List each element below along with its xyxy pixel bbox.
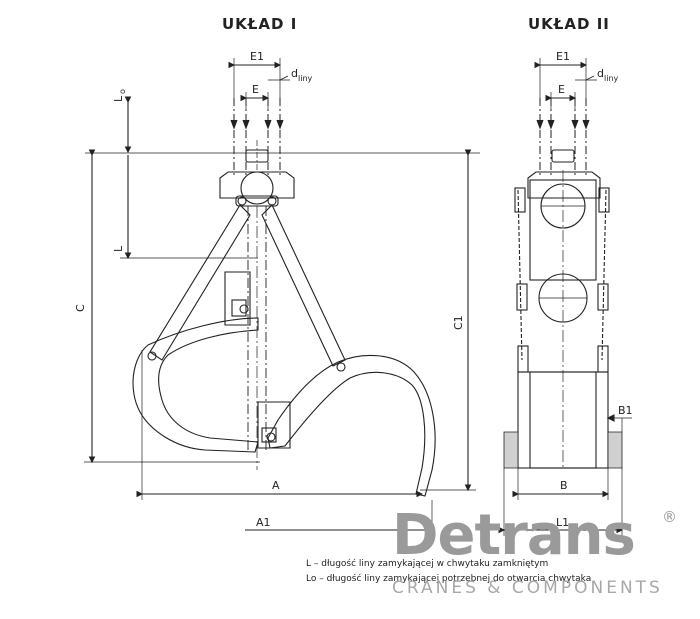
label-d-2: d	[597, 67, 604, 80]
title-uklad-2: UKŁAD II	[528, 15, 610, 33]
brand-tagline: CRANES & COMPONENTS	[392, 578, 663, 598]
uklad-1-view	[84, 58, 480, 536]
label-e-2: E	[558, 83, 565, 96]
legend-line-1: L – długość liny zamykającej w chwytaku …	[306, 559, 549, 569]
label-liny: liny	[298, 74, 313, 83]
label-a1: A1	[256, 516, 271, 529]
label-e1: E1	[250, 50, 264, 63]
label-c1: C1	[452, 315, 465, 330]
label-l1: L1	[556, 516, 569, 529]
label-d: d	[291, 67, 298, 80]
label-b1: B1	[618, 404, 633, 417]
label-liny-2: liny	[604, 74, 619, 83]
label-c: C	[74, 304, 87, 312]
rope-lines	[233, 98, 281, 175]
uklad-2-view	[498, 58, 632, 536]
registered-mark: ®	[662, 508, 677, 526]
detrans-logo: Detrans	[392, 503, 636, 568]
label-l: L	[112, 245, 125, 252]
label-lo-sub: o	[118, 89, 127, 94]
legend-line-2: Lo – długość liny zamykającej potrzebnej…	[306, 574, 592, 584]
label-a: A	[272, 479, 280, 492]
label-b: B	[560, 479, 568, 492]
label-e: E	[252, 83, 259, 96]
label-e1-2: E1	[556, 50, 570, 63]
label-lo: L	[112, 95, 125, 102]
title-uklad-1: UKŁAD I	[222, 15, 298, 33]
